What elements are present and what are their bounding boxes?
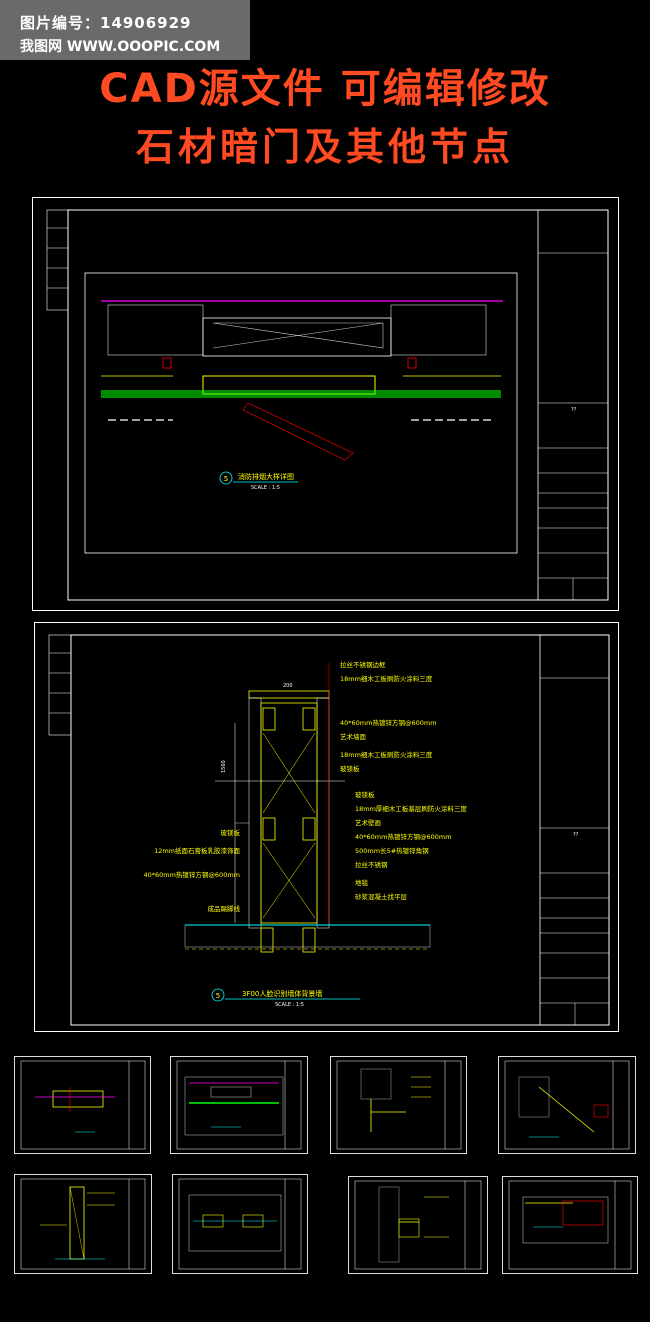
page-subtitle: 石材暗门及其他节点	[135, 125, 514, 169]
thumbnail-5[interactable]	[14, 1174, 152, 1274]
thumbnail-6-canvas	[178, 1178, 302, 1270]
thumbnail-2-canvas	[176, 1060, 302, 1150]
thumbnail-5-canvas	[20, 1178, 146, 1270]
drawing-sheet-2[interactable]: 200 1560 拉丝不锈钢边框 18mm细木工板刷防火涂料三度 40*60mm…	[34, 622, 619, 1032]
thumbnail-4[interactable]	[498, 1056, 636, 1154]
drawing-1-canvas: 5 消防排烟大样详图 SCALE : 1:5 ??	[46, 209, 609, 601]
note-right-10: 40*60mm热镀锌方钢@600mm	[355, 832, 452, 841]
note-right-1: 拉丝不锈钢边框	[340, 660, 386, 669]
note-right-4: 艺术墙面	[340, 732, 367, 741]
drawing-2-height-dim: 1560	[221, 760, 227, 773]
drawing-2-scale: SCALE : 1:5	[275, 1002, 304, 1008]
note-right-9: 艺术壁画	[355, 818, 381, 827]
drawing-1-tag: 5	[224, 475, 228, 483]
thumbnail-1[interactable]	[14, 1056, 151, 1154]
drawing-1-sheet-no: ??	[571, 407, 577, 413]
note-left-4: 成品踢脚线	[208, 904, 241, 913]
page-title: CAD源文件 可编辑修改	[99, 66, 551, 112]
note-right-13: 地毯	[355, 878, 369, 887]
image-id-badge: 图片编号：14906929 我图网 WWW.OOOPIC.COM	[0, 0, 250, 60]
drawing-sheet-1[interactable]: 5 消防排烟大样详图 SCALE : 1:5 ??	[32, 197, 619, 611]
thumbnail-6[interactable]	[172, 1174, 308, 1274]
note-right-6: 玻镁板	[340, 764, 360, 773]
site-label: 我图网 WWW.OOOPIC.COM	[20, 39, 221, 55]
note-right-5: 18mm细木工板刷防火涂料三度	[340, 750, 433, 759]
drawing-2-title: 3F00人脸识别墙体背景墙	[242, 989, 322, 998]
drawing-2-canvas: 200 1560 拉丝不锈钢边框 18mm细木工板刷防火涂料三度 40*60mm…	[48, 634, 610, 1026]
image-id-label: 图片编号：14906929	[20, 14, 192, 32]
thumbnail-2[interactable]	[170, 1056, 308, 1154]
drawing-1-scale: SCALE : 1:5	[251, 485, 280, 491]
note-left-3: 40*60mm热镀锌方钢@600mm	[143, 870, 240, 879]
note-left-2: 12mm纸面石膏板乳胶漆饰面	[154, 846, 240, 855]
drawing-2-sheet-no: ??	[573, 832, 579, 838]
note-right-7: 玻镁板	[355, 790, 375, 799]
note-right-2: 18mm细木工板刷防火涂料三度	[340, 674, 433, 683]
note-left-1: 玻镁板	[221, 828, 241, 837]
thumbnail-8[interactable]	[502, 1176, 638, 1274]
thumbnail-8-canvas	[508, 1180, 632, 1270]
drawing-2-dimension: 200	[283, 683, 293, 689]
note-right-3: 40*60mm热镀锌方钢@600mm	[340, 718, 437, 727]
note-right-14: 砂浆混凝土找平层	[355, 892, 408, 901]
thumbnail-1-canvas	[20, 1060, 146, 1150]
note-right-8: 18mm厚细木工板基层刷防火涂料三度	[355, 804, 467, 813]
thumbnail-4-canvas	[504, 1060, 630, 1150]
thumbnail-7[interactable]	[348, 1176, 488, 1274]
note-right-11: 500mm长5#热镀锌角钢	[355, 846, 429, 855]
drawing-2-tag: 5	[216, 992, 220, 1000]
thumbnail-3[interactable]	[330, 1056, 467, 1154]
drawing-1-title: 消防排烟大样详图	[238, 472, 294, 481]
note-right-12: 拉丝不锈钢	[355, 860, 388, 869]
thumbnail-3-canvas	[336, 1060, 462, 1150]
thumbnail-7-canvas	[354, 1180, 482, 1270]
